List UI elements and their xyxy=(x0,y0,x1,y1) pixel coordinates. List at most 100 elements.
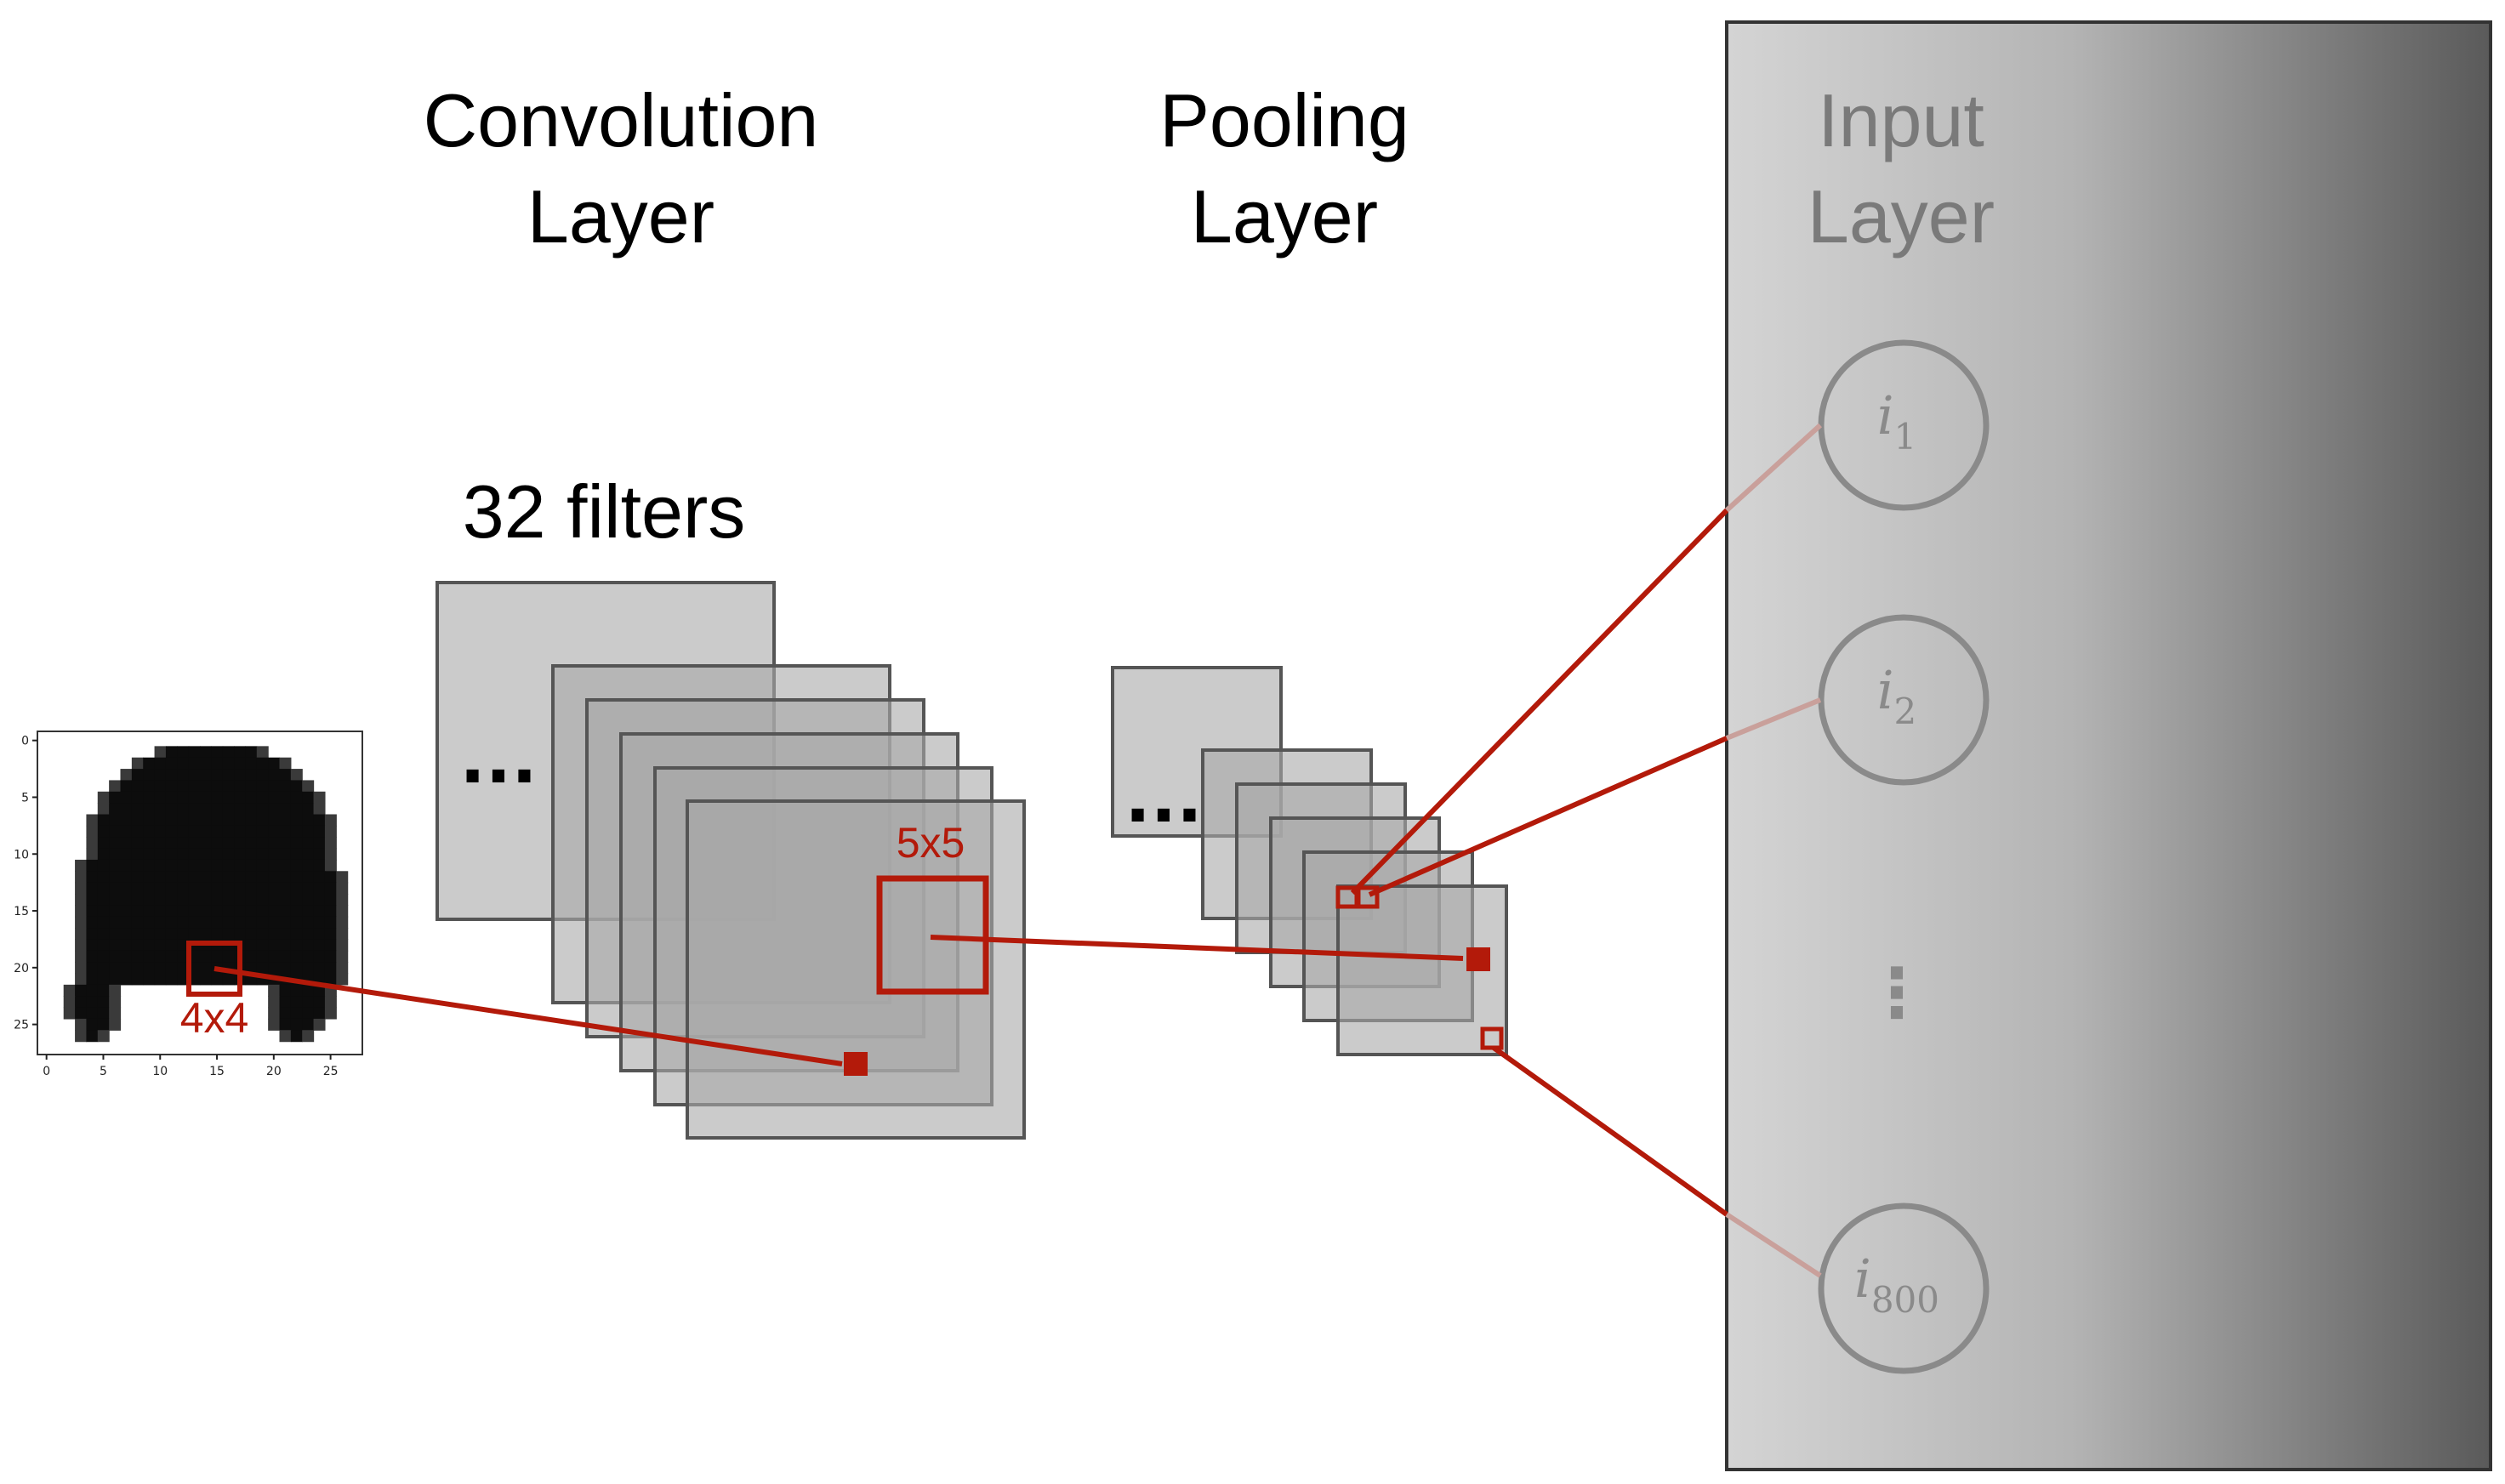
sweater-pixel xyxy=(200,973,212,986)
sweater-pixel xyxy=(131,973,144,986)
sweater-pixel xyxy=(245,894,258,906)
sweater-pixel xyxy=(313,996,326,1009)
sweater-pixel xyxy=(63,1007,76,1020)
sweater-pixel xyxy=(97,973,110,986)
sweater-pixel xyxy=(313,928,326,941)
sweater-pixel xyxy=(256,859,269,872)
sweater-pixel xyxy=(302,859,315,872)
sweater-pixel xyxy=(245,916,258,929)
x-tick-label: 5 xyxy=(100,1065,107,1078)
sweater-pixel xyxy=(154,814,167,827)
sweater-pixel xyxy=(234,905,247,918)
sweater-pixel xyxy=(279,780,292,793)
neuron-circle xyxy=(1818,1203,1990,1374)
sweater-pixel xyxy=(336,905,349,918)
sweater-pixel xyxy=(86,950,99,963)
sweater-pixel xyxy=(268,871,281,884)
sweater-pixel xyxy=(302,871,315,884)
conv-window-label: 5x5 xyxy=(897,819,965,867)
sweater-pixel xyxy=(302,939,315,952)
sweater-pixel xyxy=(75,1018,88,1031)
sweater-pixel xyxy=(109,984,122,997)
sweater-pixel xyxy=(75,859,88,872)
sweater-pixel xyxy=(109,837,122,850)
sweater-pixel xyxy=(211,814,224,827)
sweater-pixel xyxy=(222,905,235,918)
sweater-pixel xyxy=(86,1007,99,1020)
sweater-pixel xyxy=(75,962,88,975)
sweater-pixel xyxy=(200,825,212,838)
sweater-pixel xyxy=(177,780,190,793)
sweater-pixel xyxy=(120,825,133,838)
neuron-i800: i800 xyxy=(1818,1203,1990,1374)
sweater-pixel xyxy=(302,984,315,997)
sweater-pixel xyxy=(109,928,122,941)
sweater-pixel xyxy=(165,916,178,929)
sweater-pixel xyxy=(324,894,337,906)
sweater-pixel xyxy=(313,1018,326,1031)
sweater-pixel xyxy=(200,950,212,963)
sweater-pixel xyxy=(245,962,258,975)
sweater-pixel xyxy=(302,1018,315,1031)
sweater-pixel xyxy=(234,894,247,906)
conv-window-5x5 xyxy=(876,875,989,995)
sweater-pixel xyxy=(324,882,337,895)
sweater-pixel xyxy=(177,746,190,759)
x-tick-label: 15 xyxy=(209,1065,225,1078)
sweater-pixel xyxy=(165,882,178,895)
sweater-pixel xyxy=(86,962,99,975)
sweater-pixel xyxy=(143,962,156,975)
sweater-pixel xyxy=(211,837,224,850)
sweater-pixel xyxy=(268,837,281,850)
sweater-pixel xyxy=(234,769,247,782)
sweater-pixel xyxy=(143,916,156,929)
sweater-pixel xyxy=(165,825,178,838)
sweater-pixel xyxy=(256,848,269,861)
sweater-pixel xyxy=(143,780,156,793)
sweater-pixel xyxy=(324,962,337,975)
connection-to-i1 xyxy=(1350,508,1729,896)
sweater-pixel xyxy=(302,837,315,850)
sweater-pixel xyxy=(177,962,190,975)
sweater-pixel xyxy=(211,871,224,884)
sweater-pixel xyxy=(290,916,303,929)
sweater-pixel xyxy=(154,780,167,793)
sweater-pixel xyxy=(279,996,292,1009)
sweater-pixel xyxy=(211,882,224,895)
sweater-pixel xyxy=(120,803,133,816)
connection-to-i800 xyxy=(1492,1045,1728,1217)
sweater-pixel xyxy=(131,848,144,861)
sweater-pixel xyxy=(279,769,292,782)
sweater-pixel xyxy=(256,882,269,895)
sweater-pixel xyxy=(143,825,156,838)
sweater-pixel xyxy=(109,916,122,929)
sweater-pixel xyxy=(120,848,133,861)
sweater-pixel xyxy=(245,950,258,963)
sweater-pixel xyxy=(188,859,201,872)
sweater-pixel xyxy=(290,939,303,952)
sweater-pixel xyxy=(131,814,144,827)
sweater-pixel xyxy=(131,803,144,816)
sweater-pixel xyxy=(154,859,167,872)
sweater-pixel xyxy=(177,769,190,782)
sweater-pixel xyxy=(290,848,303,861)
neuron-label: i800 xyxy=(1854,1248,1939,1321)
sweater-pixel xyxy=(222,894,235,906)
sweater-pixel xyxy=(279,837,292,850)
sweater-pixel xyxy=(256,939,269,952)
sweater-pixel xyxy=(188,882,201,895)
sweater-pixel xyxy=(256,962,269,975)
sweater-pixel xyxy=(234,757,247,770)
neuron-label: i1 xyxy=(1877,384,1917,458)
input-to-conv-arrow xyxy=(213,966,843,1066)
sweater-pixel xyxy=(86,894,99,906)
sweater-pixel xyxy=(268,916,281,929)
sweater-pixel xyxy=(256,871,269,884)
sweater-pixel xyxy=(188,803,201,816)
sweater-pixel xyxy=(279,1007,292,1020)
sweater-pixel xyxy=(256,780,269,793)
sweater-pixel xyxy=(109,1018,122,1031)
sweater-pixel xyxy=(268,905,281,918)
sweater-pixel xyxy=(279,882,292,895)
